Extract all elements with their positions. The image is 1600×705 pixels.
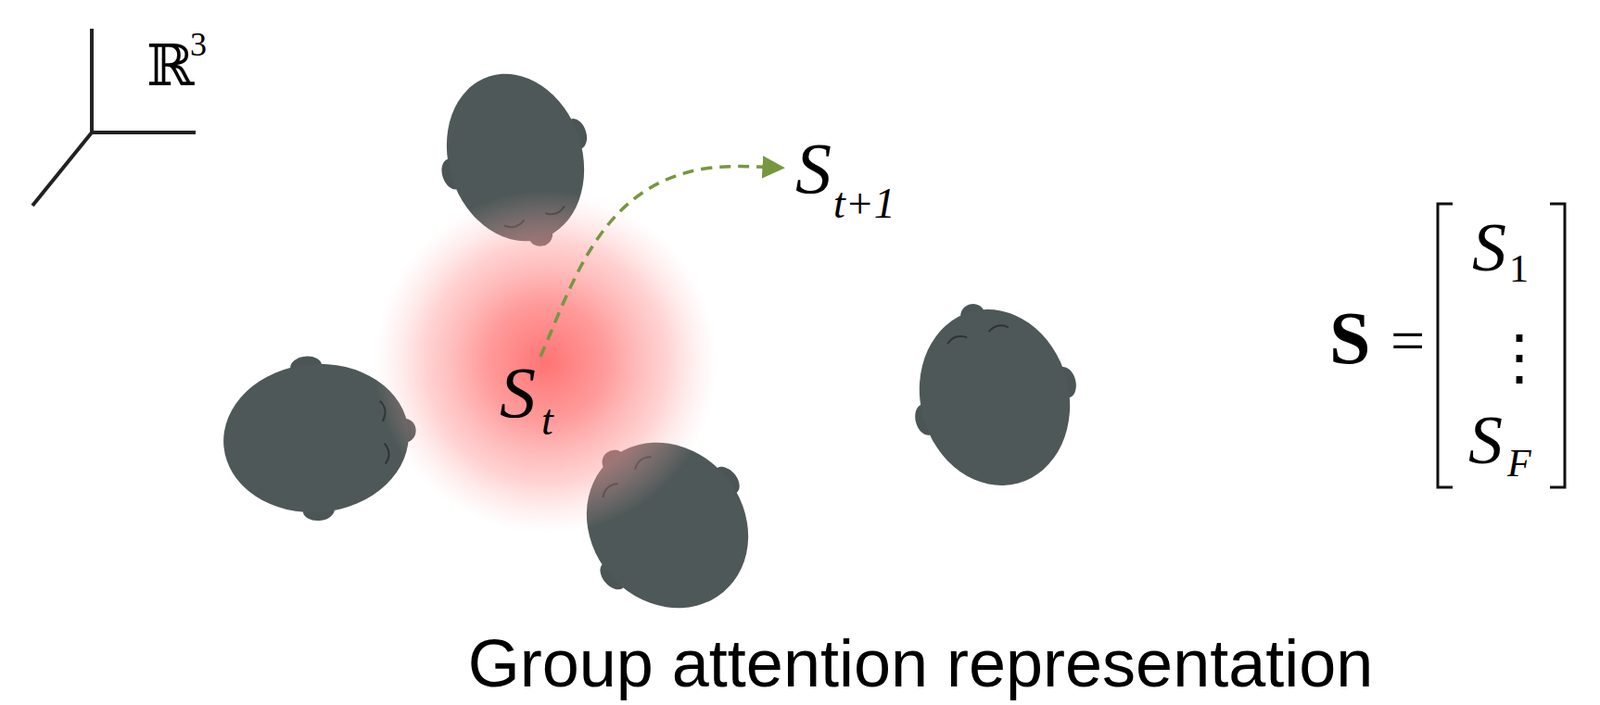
subscript: t+1 [833,182,896,226]
matrix-symbol: S [1329,301,1372,376]
axis-line [32,132,92,206]
subscript: t [541,399,554,443]
head-figure [889,283,1098,506]
heads [216,52,1098,647]
attention-glow [374,190,718,534]
head-shape [900,292,1090,504]
matrix-bracket [1549,203,1565,488]
state-symbol: S [1468,406,1503,475]
axis-line [91,130,196,135]
caption: Group attention representation [468,630,1376,698]
subscript: F [1507,444,1532,483]
subscript: 1 [1509,249,1529,289]
equals-sign: = [1390,310,1425,372]
state-symbol: S [499,356,536,430]
superscript: 3 [190,27,207,62]
axis-line [89,28,94,133]
vertical-dots: ⋮ [1488,327,1550,389]
eye-line [946,323,1009,344]
state-symbol: S [1472,213,1507,282]
trajectory-arrow [540,166,781,357]
space-symbol: ℝ [146,37,195,95]
matrix-bracket [1437,203,1453,488]
axes-symbol [32,28,196,206]
state-symbol: S [795,132,832,205]
